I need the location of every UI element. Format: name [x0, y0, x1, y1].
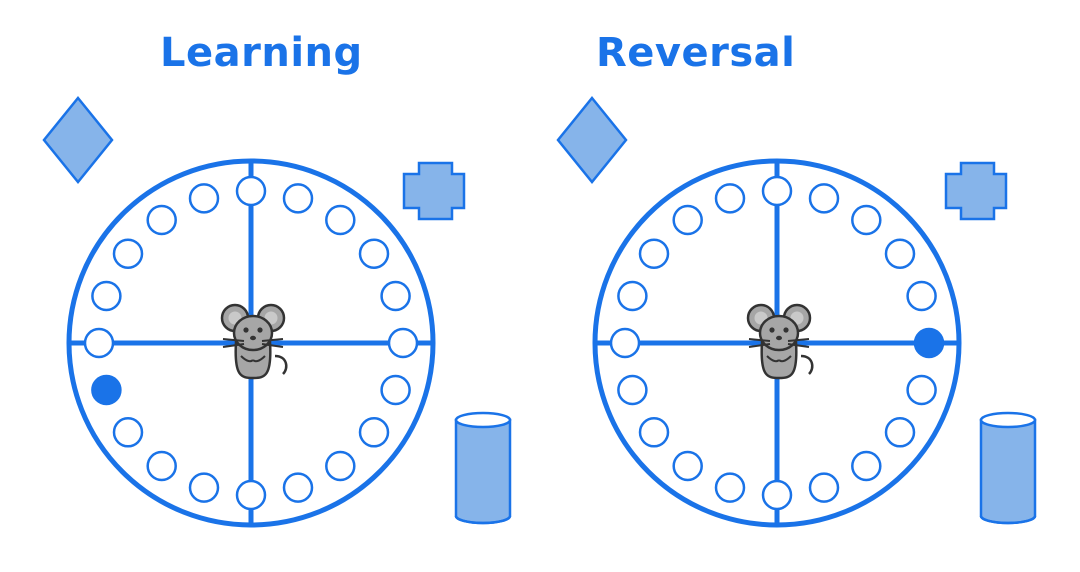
maze-hole: [906, 280, 937, 312]
maze-hole: [325, 450, 356, 482]
maze-hole: [387, 327, 419, 359]
maze-hole: [380, 280, 411, 312]
maze-hole: [609, 327, 641, 359]
cylinder-cue-icon: [454, 411, 512, 525]
maze-hole: [112, 417, 144, 448]
maze-hole: [235, 175, 267, 207]
diamond-cue-icon: [556, 96, 628, 184]
learning-title: Learning: [160, 30, 363, 76]
cross-cue-icon: [944, 161, 1008, 221]
maze-hole: [235, 479, 267, 511]
maze-hole: [358, 417, 390, 448]
maze-hole: [146, 450, 177, 482]
maze-hole: [884, 417, 916, 448]
maze-hole: [851, 204, 882, 236]
maze-hole: [358, 238, 390, 269]
maze-hole: [906, 374, 937, 406]
maze-hole: [146, 204, 177, 236]
maze-hole: [188, 183, 220, 214]
cross-cue-icon: [402, 161, 466, 221]
maze-hole: [380, 374, 411, 406]
diamond-cue-icon: [42, 96, 114, 184]
maze-hole: [808, 472, 840, 503]
maze-hole: [617, 374, 648, 406]
goal-hole: [913, 327, 945, 359]
maze-hole: [672, 204, 703, 236]
maze-hole: [714, 472, 746, 503]
learning-panel: [42, 96, 512, 528]
maze-hole: [325, 204, 356, 236]
maze-hole: [188, 472, 220, 503]
maze-hole: [282, 183, 314, 214]
maze-hole: [714, 183, 746, 214]
maze-hole: [672, 450, 703, 482]
maze-hole: [851, 450, 882, 482]
reversal-title: Reversal: [596, 30, 796, 76]
maze-hole: [638, 417, 670, 448]
maze-hole: [91, 280, 122, 312]
maze-hole: [617, 280, 648, 312]
reversal-panel: [556, 96, 1037, 528]
hole-ring: [83, 175, 419, 511]
learning-maze: [66, 158, 436, 528]
maze-hole: [808, 183, 840, 214]
maze-hole: [761, 175, 793, 207]
maze-hole: [638, 238, 670, 269]
cylinder-cue-icon: [979, 411, 1037, 525]
maze-hole: [282, 472, 314, 503]
goal-hole: [91, 374, 122, 406]
hole-ring: [609, 175, 945, 511]
maze-hole: [761, 479, 793, 511]
maze-hole: [884, 238, 916, 269]
maze-hole: [83, 327, 115, 359]
maze-hole: [112, 238, 144, 269]
